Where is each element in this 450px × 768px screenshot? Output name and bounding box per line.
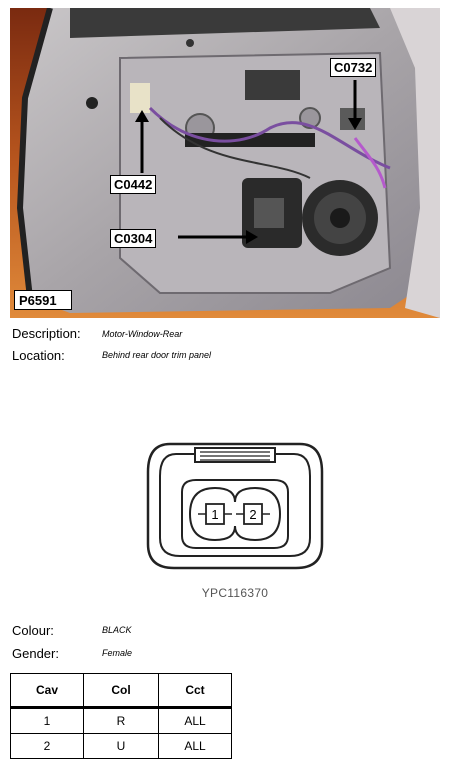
door-photo: C0732 C0442 C0304 [10,8,440,318]
location-value: Behind rear door trim panel [102,350,212,360]
cell-col: U [83,733,159,759]
connector-face-diagram: 1 2 [140,432,330,602]
colour-label: Colour: [12,623,54,638]
photo-id-label: P6591 [14,290,72,310]
table-header-row: Cav Col Cct [10,673,232,709]
cell-cct: ALL [158,733,232,759]
colour-value: BLACK [102,625,132,635]
table-row: 2 U ALL [10,733,232,759]
connector-part-code: YPC116370 [201,586,269,600]
header-col: Col [83,673,159,709]
callout-c0732: C0732 [330,58,377,77]
gender-value: Female [102,648,133,658]
cell-col: R [83,707,159,734]
cell-cav: 1 [10,707,84,734]
pin-label-2: 2 [249,507,256,522]
description-label: Description: [12,326,81,341]
connector-outline: 1 2 [146,442,324,570]
pinout-table: Cav Col Cct 1 R ALL 2 U ALL [10,673,232,759]
location-label: Location: [12,348,65,363]
pin-label-1: 1 [211,507,218,522]
callout-c0442: C0442 [110,175,157,194]
description-value: Motor-Window-Rear [102,329,183,339]
gender-label: Gender: [12,646,59,661]
header-cct: Cct [158,673,232,709]
table-row: 1 R ALL [10,707,232,734]
cell-cct: ALL [158,707,232,734]
callout-c0304: C0304 [110,229,157,248]
cell-cav: 2 [10,733,84,759]
door-photo-illustration [10,8,440,318]
header-cav: Cav [10,673,84,709]
